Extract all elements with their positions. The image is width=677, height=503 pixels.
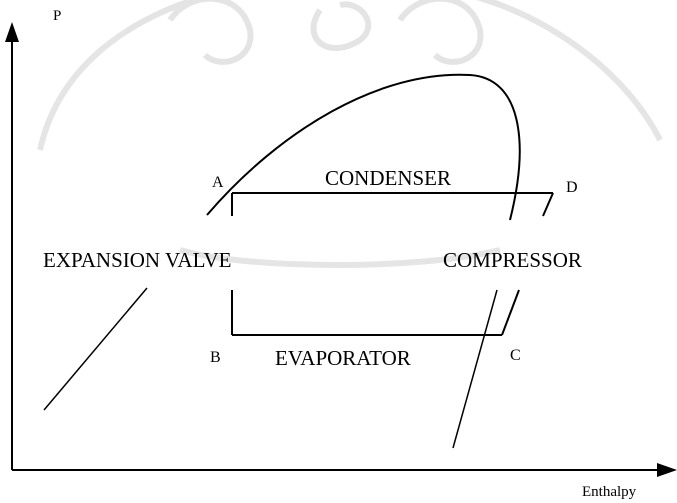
expansion-valve-label: EXPANSION VALVE (43, 248, 231, 272)
seal-ornament-center (310, 1, 372, 52)
compression-line-upper (542, 192, 554, 217)
seal-ornament-right (397, 0, 484, 65)
point-a-label: A (212, 174, 224, 191)
axes (5, 22, 677, 477)
condenser-label: CONDENSER (325, 166, 451, 190)
x-axis-label: Enthalpy (582, 484, 637, 500)
saturation-dome-curve (206, 73, 521, 221)
point-d-label: D (566, 179, 578, 196)
expansion-valve-leader (43, 287, 148, 411)
seal-outer-ring-left (37, 0, 204, 151)
evaporator-label: EVAPORATOR (275, 346, 411, 370)
seal-outer-ring-right (476, 0, 663, 142)
point-c-label: C (510, 347, 521, 364)
compression-line-lower (501, 289, 520, 336)
y-axis-label: P (53, 8, 61, 24)
compressor-label: COMPRESSOR (443, 248, 582, 272)
label-leader-lines (43, 287, 498, 449)
refrigeration-cycle (231, 192, 554, 336)
point-b-label: B (210, 349, 221, 366)
university-seal-watermark (37, 0, 663, 268)
x-axis-arrowhead (657, 463, 677, 477)
y-axis-arrowhead (5, 22, 19, 42)
seal-ornament-left (167, 0, 254, 65)
compressor-leader (452, 289, 498, 449)
seal-inner-ring (179, 247, 501, 268)
